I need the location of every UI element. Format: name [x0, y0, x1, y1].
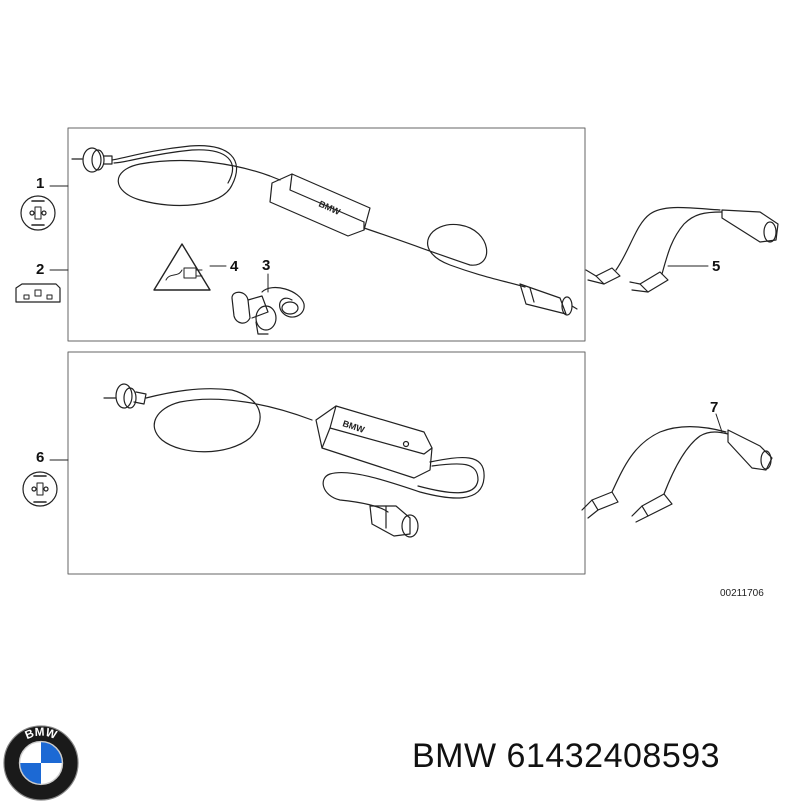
socket-pictogram-1: [20, 195, 56, 231]
bottom-mains-cable: [145, 388, 313, 453]
bmw-logo: BMW: [3, 725, 79, 801]
callout-2: 2: [36, 261, 44, 278]
callout-6: 6: [36, 449, 44, 466]
warning-sticker: [153, 243, 211, 291]
callout-1: 1: [36, 175, 44, 192]
brand-name: BMW: [412, 737, 497, 775]
bottom-mains-plug: [103, 383, 147, 409]
part-caption: BMW 61432408593: [412, 737, 720, 776]
bottom-assembly-frame: [67, 351, 586, 575]
top-charger-badge: BMW: [317, 199, 342, 217]
top-mains-plug: [71, 147, 113, 173]
socket-pictogram-6: [22, 471, 58, 507]
top-charger-unit: BMW: [269, 173, 371, 237]
part-number: 61432408593: [506, 737, 721, 775]
top-cigarette-plug: [519, 283, 578, 316]
top-mains-cable: [111, 145, 281, 207]
callout-3: 3: [262, 257, 270, 274]
top-output-cable: [363, 223, 526, 288]
clamp-cable-7: [581, 426, 773, 523]
clamp-cable-5: [585, 206, 779, 293]
socket-pictogram-2: [15, 283, 61, 303]
bottom-charger-unit: BMW: [315, 405, 433, 479]
top-assembly-frame: [67, 127, 586, 342]
callout-5: 5: [712, 258, 720, 275]
diagram-reference-code: 00211706: [720, 588, 764, 599]
leader-7: [715, 413, 723, 433]
socket-adapter: [231, 287, 305, 335]
callout-7: 7: [710, 399, 718, 416]
bottom-round-connector: [369, 505, 419, 538]
bottom-output-cable: [322, 456, 485, 513]
callout-4: 4: [230, 258, 239, 275]
